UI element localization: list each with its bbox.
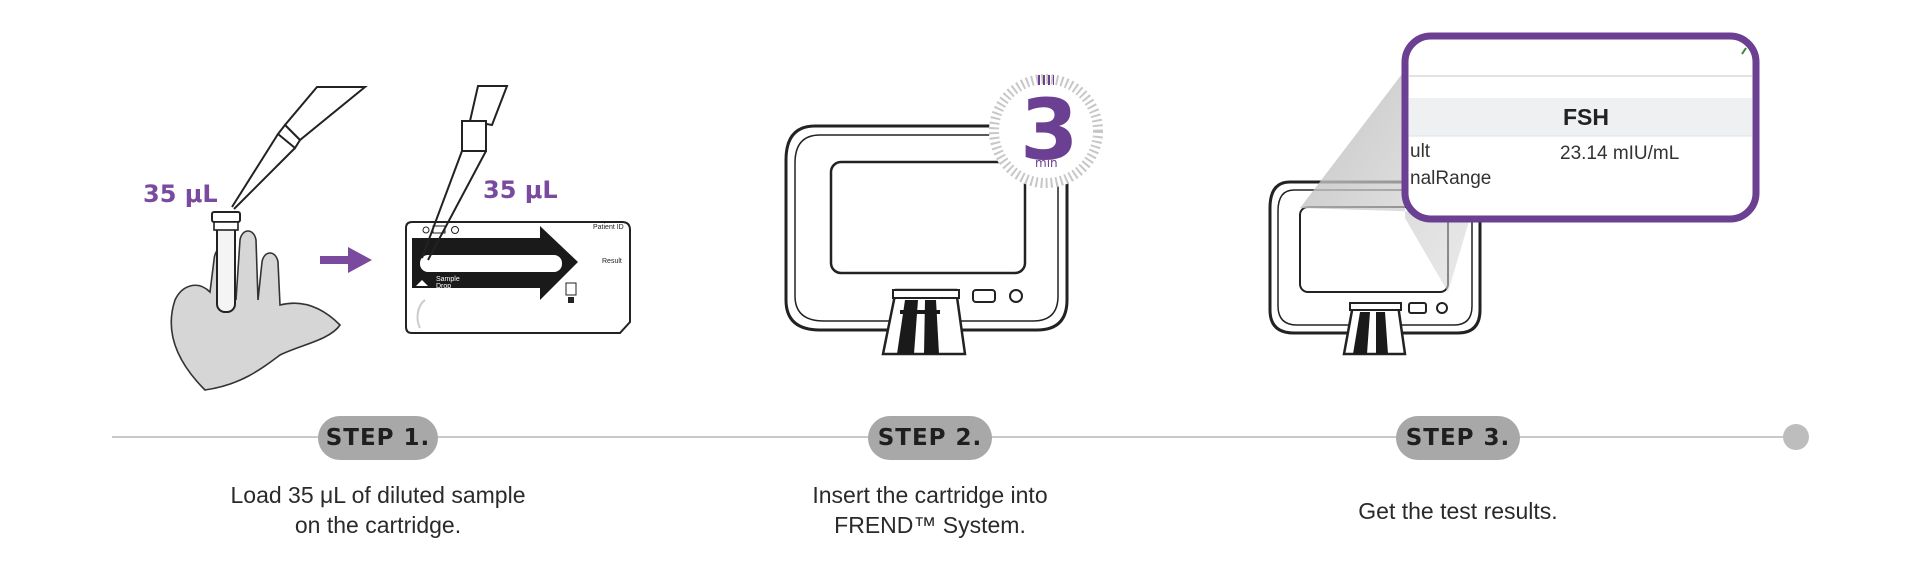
cartridge-sample-drop-1: Sample [436, 276, 460, 283]
magnified-result-panel [1401, 32, 1760, 223]
step3-badge: STEP 3. [1396, 416, 1520, 460]
hand-holding-tube-illustration [170, 211, 342, 391]
result-value: 23.14 mIU/mL [1560, 143, 1680, 164]
cartridge-patient-id: Patient ID [593, 224, 624, 231]
step2-description-line1: Insert the cartridge into [812, 482, 1048, 508]
step2-description-line2: FREND™ System. [834, 512, 1026, 538]
step1-description-line2: on the cartridge. [294, 512, 462, 538]
cartridge-sample-drop-2: Drop [436, 283, 452, 290]
magnify-beam [1300, 70, 1760, 292]
step2-badge: STEP 2. [868, 416, 992, 460]
step3-description: Get the test results. [1358, 498, 1558, 524]
right-arrow-icon [320, 247, 372, 273]
result-row2-label: nalRange [1410, 168, 1492, 189]
pipette-over-cartridge-illustration [421, 85, 509, 261]
timer-unit: min [1035, 156, 1058, 170]
tube-volume-label: 35 μL [143, 180, 218, 208]
pipette-over-tube-illustration [231, 86, 368, 210]
frend-device-illustration [784, 124, 1069, 356]
timer-dial-icon [989, 74, 1103, 188]
timer-value: 3 [1020, 81, 1079, 179]
cartridge-illustration [405, 221, 631, 334]
result-row1-label: ult [1410, 141, 1431, 162]
result-test-name: FSH [1563, 104, 1609, 130]
step2-description: Insert the cartridge into FREND™ System. [730, 480, 1130, 540]
step1-badge: STEP 1. [318, 416, 438, 460]
timeline-end-dot [1783, 424, 1809, 450]
cartridge-result-label: Result [602, 258, 622, 265]
step1-description-line1: Load 35 μL of diluted sample [230, 482, 526, 508]
step1-description: Load 35 μL of diluted sample on the cart… [178, 480, 578, 540]
cartridge-volume-label: 35 μL [483, 176, 558, 204]
